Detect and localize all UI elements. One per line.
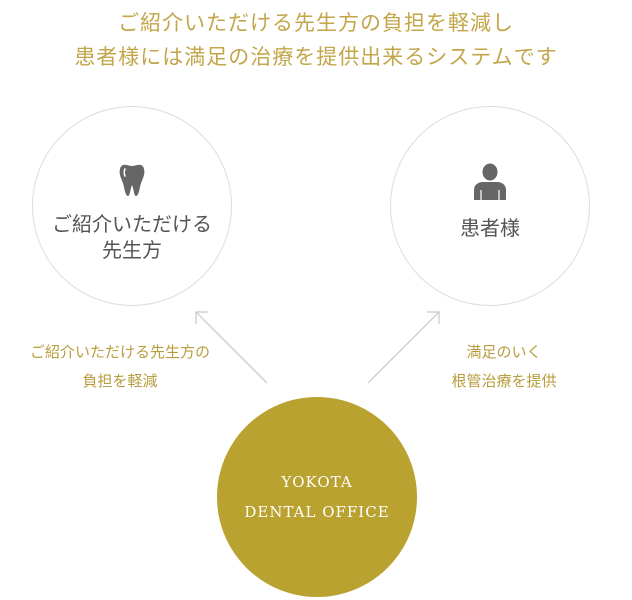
headline-line-2: 患者様には満足の治療を提供出来るシステムです [74,45,558,69]
left-arrow [195,311,268,384]
office-circle: YOKOTA DENTAL OFFICE [217,397,417,597]
referrer-benefit-line-2: 負担を軽減 [82,372,158,390]
referrer-benefit: ご紹介いただける先生方の 負担を軽減 [0,338,240,396]
referrer-label: ご紹介いただける 先生方 [33,211,231,263]
tooth-icon [119,163,145,201]
patient-benefit: 満足のいく 根管治療を提供 [384,338,624,396]
office-name-line-2: DENTAL OFFICE [244,503,390,521]
right-arrow [367,311,440,384]
referrer-benefit-line-1: ご紹介いただける先生方の [29,343,210,361]
referrer-circle: ご紹介いただける 先生方 [32,106,232,306]
patient-benefit-line-2: 根管治療を提供 [451,372,557,390]
headline-line-1: ご紹介いただける先生方の負担を軽減し [118,11,514,35]
headline: ご紹介いただける先生方の負担を軽減し 患者様には満足の治療を提供出来るシステムで… [0,6,632,74]
patient-circle: 患者様 [390,106,590,306]
patient-label: 患者様 [460,216,520,240]
person-icon [472,163,508,205]
referrer-label-line-2: 先生方 [102,238,162,262]
office-name-line-1: YOKOTA [281,473,353,491]
patient-benefit-line-1: 満足のいく [466,343,542,361]
referrer-label-line-1: ご紹介いただける [52,212,212,236]
